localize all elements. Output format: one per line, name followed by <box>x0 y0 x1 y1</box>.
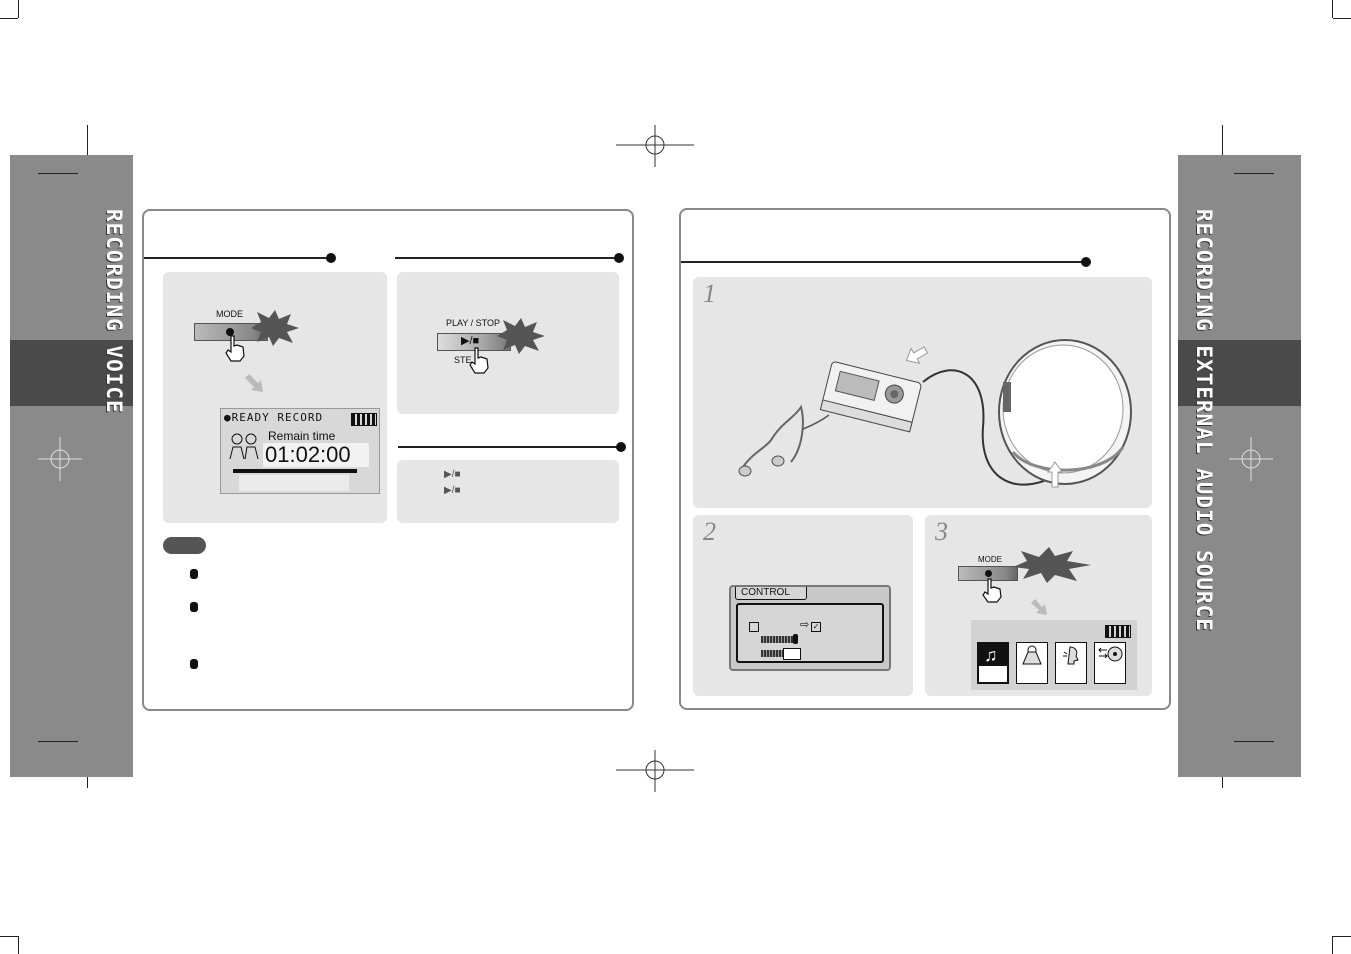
recording-people-icon <box>229 433 259 460</box>
progress-bar <box>233 469 357 473</box>
section-rule <box>395 257 617 259</box>
right-sidebar: RECORDING EXTERNAL AUDIO SOURCE <box>1178 155 1301 777</box>
pause-symbol-1: ▶/■ <box>444 469 461 480</box>
lcd-status: ●READY RECORD <box>224 411 324 424</box>
play-stop-label: PLAY / STOP <box>446 318 501 328</box>
menu-item-line-in[interactable] <box>1094 642 1126 684</box>
section-rule <box>681 261 1085 263</box>
slider-thumb[interactable] <box>783 648 801 660</box>
hand-pointer-icon <box>469 347 489 374</box>
crop-mark <box>38 741 78 742</box>
crop-mark <box>1332 936 1333 954</box>
left-sidebar: RECORDING VOICE <box>10 155 133 777</box>
step-number: 1 <box>703 279 716 308</box>
control-screen: CONTROL ⇨ ✓ <box>729 585 891 671</box>
rule-dot <box>1081 257 1091 267</box>
mp3-player <box>819 361 922 433</box>
crop-mark <box>1333 18 1351 19</box>
left-section-title: RECORDING VOICE <box>102 209 126 414</box>
note-bullet <box>190 602 198 612</box>
rule-dot <box>326 253 336 263</box>
crop-mark <box>1333 936 1351 937</box>
registration-mark-top <box>616 125 694 167</box>
arrow-down-right-icon <box>245 374 263 392</box>
tts-icon <box>1063 646 1079 665</box>
crop-mark <box>1234 741 1274 742</box>
cd-player <box>998 339 1132 485</box>
step-2-box: 2 CONTROL ⇨ ✓ <box>693 515 913 696</box>
crop-mark <box>18 936 19 954</box>
registration-mark-bottom <box>616 750 694 792</box>
section-rule <box>144 257 330 259</box>
right-section-title: RECORDING EXTERNAL AUDIO SOURCE <box>1192 209 1216 632</box>
note-badge <box>163 537 206 554</box>
connection-illustration <box>738 339 1132 488</box>
rule-dot <box>616 442 626 452</box>
crop-mark <box>1222 125 1223 165</box>
mode-menu-screen: ♫ <box>971 620 1137 690</box>
pause-symbol-2: ▶/■ <box>444 485 461 496</box>
menu-item-tts[interactable] <box>1055 642 1087 684</box>
crop-mark <box>18 0 19 18</box>
mode-button-label: MODE <box>978 555 1002 564</box>
note-bullet <box>190 569 198 579</box>
press-burst-icon <box>497 318 545 354</box>
crop-mark <box>38 173 78 174</box>
menu-item-voice[interactable] <box>1016 642 1048 684</box>
stop-recording-box: PLAY / STOP ▶/■ STE <box>397 272 619 414</box>
slider-thumb[interactable] <box>793 634 798 644</box>
lcd-ready-record: ●READY RECORD Remain time 01:02:00 <box>220 408 380 494</box>
hand-pointer-icon <box>225 335 245 362</box>
volume-slider[interactable] <box>761 636 795 643</box>
press-burst-icon <box>1013 547 1091 583</box>
lcd-bottom <box>239 475 349 491</box>
stereo-label: STE <box>454 355 472 365</box>
play-stop-symbol: ▶/■ <box>461 335 480 347</box>
crop-mark <box>1332 0 1333 18</box>
step-3-box: 3 MODE ♫ <box>925 515 1152 696</box>
hand-pointer-icon <box>982 578 1002 603</box>
pause-box: ▶/■ ▶/■ <box>397 460 619 523</box>
rule-dot <box>614 253 624 263</box>
sidebar-band <box>1178 340 1301 406</box>
crop-mark <box>0 936 18 937</box>
control-label: CONTROL <box>741 587 790 598</box>
arrow-icon: ⇨ <box>800 619 810 631</box>
remain-time-label: Remain time <box>268 429 336 443</box>
start-recording-box: MODE ●READY RECORD Remain time 01:02:00 <box>163 272 387 523</box>
line-in-icon <box>1098 646 1123 662</box>
crop-mark <box>87 125 88 165</box>
record-dot-icon <box>226 328 234 336</box>
section-rule <box>398 446 618 448</box>
crop-mark <box>1234 173 1274 174</box>
checkbox-empty[interactable] <box>749 622 759 632</box>
arrow-down-right-icon <box>1031 599 1047 615</box>
press-burst-icon <box>251 310 299 346</box>
mode-button-label: MODE <box>216 309 243 319</box>
step-1-box: 1 <box>693 277 1152 508</box>
step-number: 3 <box>935 517 948 546</box>
voice-record-icon <box>1022 645 1042 665</box>
checkbox-checked[interactable]: ✓ <box>811 622 821 632</box>
battery-icon <box>1105 625 1131 638</box>
music-icon: ♫ <box>984 645 998 665</box>
battery-icon <box>351 413 377 426</box>
registration-mark-left <box>38 437 82 481</box>
menu-item-music[interactable]: ♫ <box>977 642 1009 684</box>
registration-mark-right <box>1229 437 1273 481</box>
step-number: 2 <box>703 517 716 546</box>
balance-slider[interactable] <box>761 650 783 657</box>
record-dot-icon <box>985 570 992 577</box>
sidebar-band <box>10 340 133 406</box>
remain-time-value: 01:02:00 <box>265 442 351 467</box>
note-bullet <box>190 659 198 669</box>
crop-mark <box>0 18 18 19</box>
